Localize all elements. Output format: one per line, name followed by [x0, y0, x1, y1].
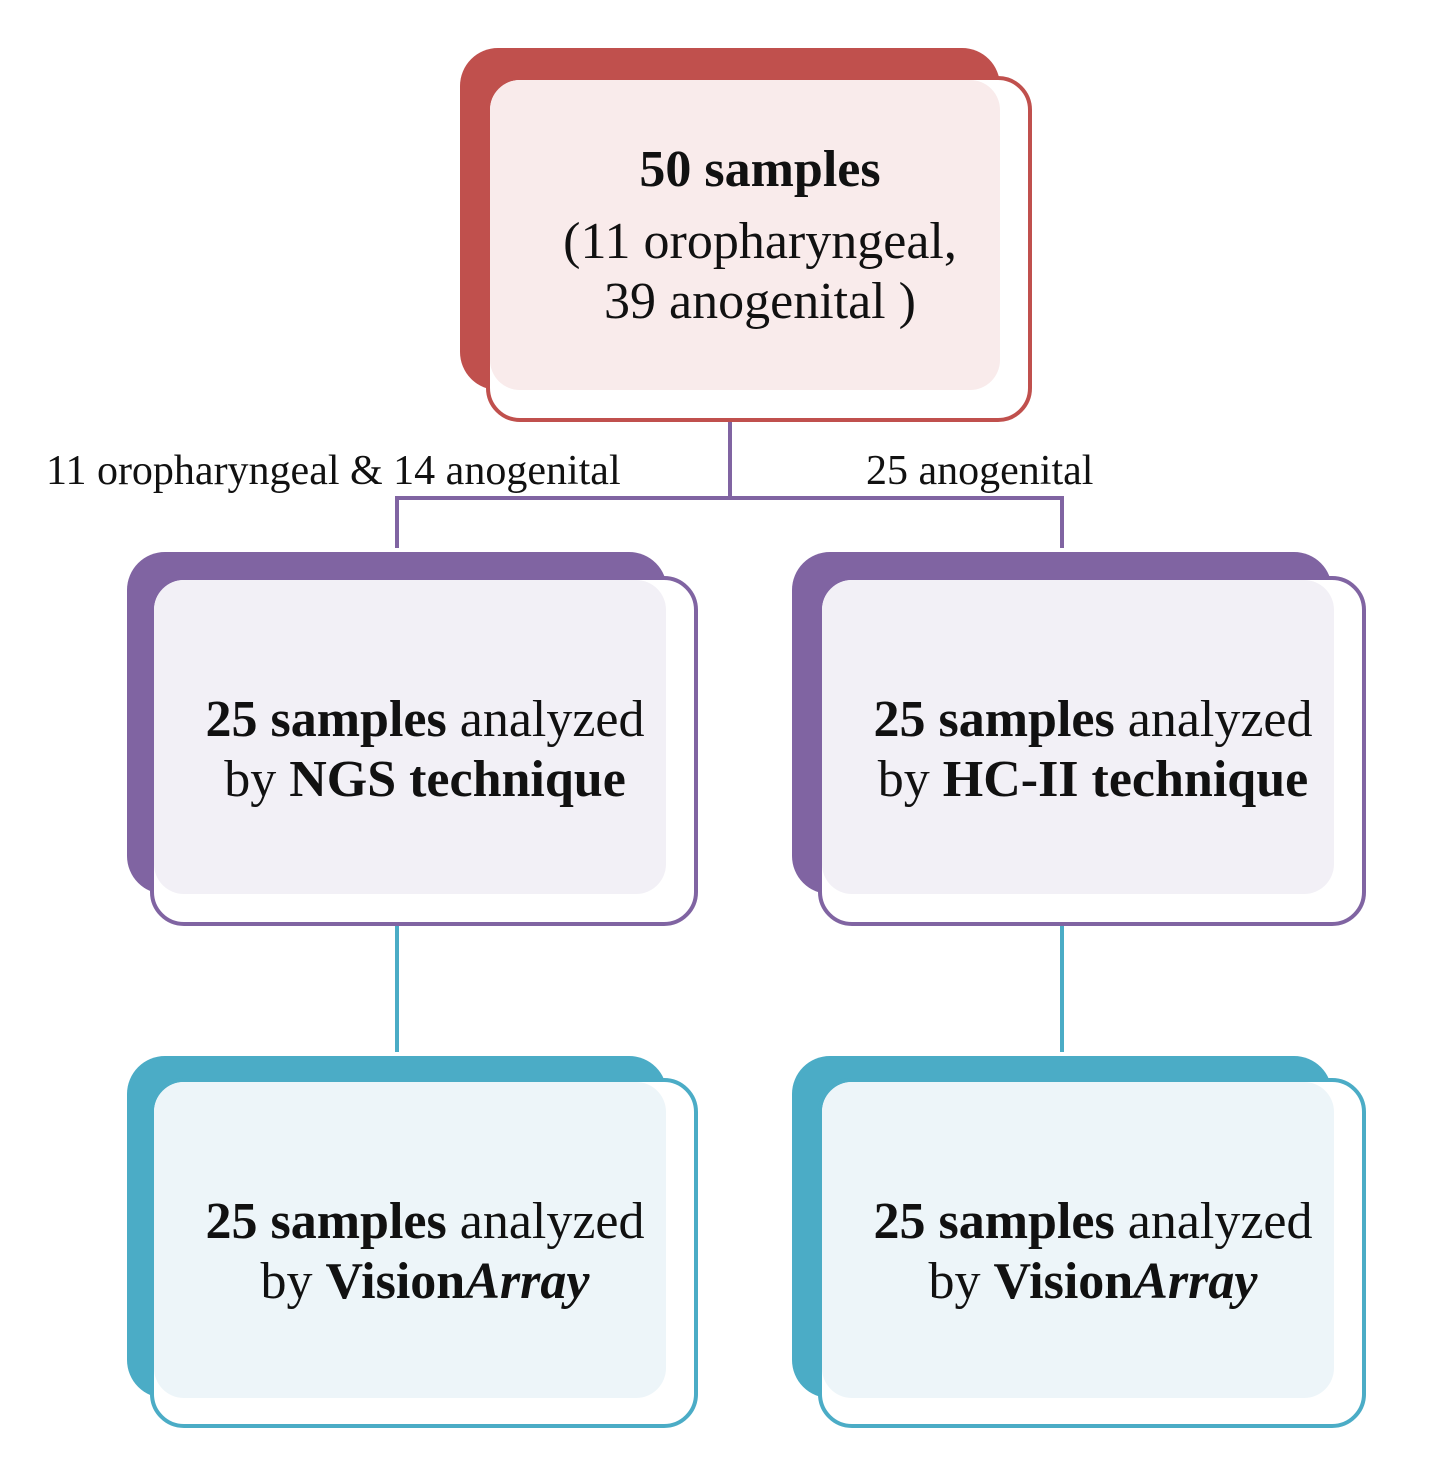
node-visionarray-right-count: 25 samples	[873, 1193, 1115, 1250]
node-visionarray-left-method-italic: Array	[465, 1252, 590, 1310]
node-visionarray-left-by: by	[260, 1252, 326, 1310]
node-visionarray-right-method-italic: Array	[1133, 1252, 1258, 1310]
node-ngs-method: NGS technique	[289, 750, 626, 808]
node-all-samples-line2: 39 anogenital )	[604, 272, 916, 330]
edge-label-right: 25 anogenital	[866, 448, 1094, 494]
node-hc2-by: by	[877, 750, 943, 808]
node-ngs-by: by	[224, 750, 290, 808]
node-hc2-verb: analyzed	[1114, 691, 1313, 748]
node-visionarray-right-by: by	[928, 1252, 994, 1310]
node-ngs-count: 25 samples	[205, 691, 447, 748]
node-ngs-verb: analyzed	[446, 691, 645, 748]
node-all-samples-line1: (11 oropharyngeal,	[563, 212, 957, 270]
node-visionarray-right-verb: analyzed	[1114, 1193, 1313, 1250]
node-visionarray-left-verb: analyzed	[446, 1193, 645, 1250]
node-all-samples-title: 50 samples	[639, 141, 881, 198]
node-hc2-count: 25 samples	[873, 691, 1115, 748]
connector-top-to-middle	[395, 396, 732, 548]
node-visionarray-right-method: Vision	[993, 1252, 1134, 1310]
connector-top-to-right	[730, 496, 1064, 548]
node-hc2-method: HC-II technique	[942, 750, 1309, 808]
node-visionarray-left-method: Vision	[325, 1252, 466, 1310]
edge-label-left: 11 oropharyngeal & 14 anogenital	[46, 448, 621, 494]
node-visionarray-left-count: 25 samples	[205, 1193, 447, 1250]
